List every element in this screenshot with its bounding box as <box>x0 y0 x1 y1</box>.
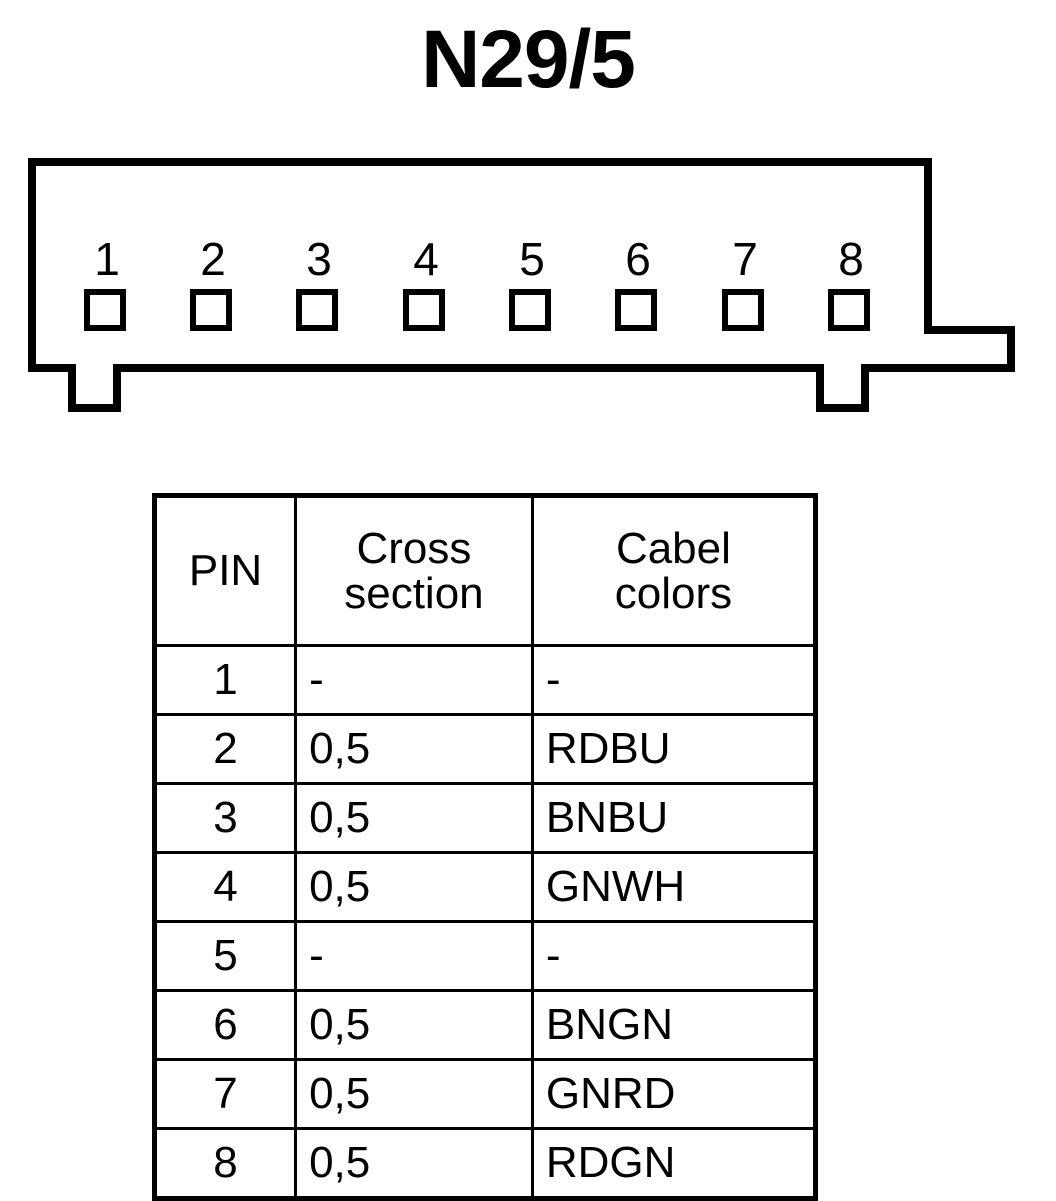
table-row: 3 0,5 BNBU <box>152 782 818 854</box>
pin-label-5: 5 <box>519 233 545 285</box>
pin-square-7 <box>722 289 764 331</box>
cell-pin: 5 <box>152 920 298 992</box>
pin-label-4: 4 <box>413 233 439 285</box>
cell-cable-colors: - <box>530 644 818 716</box>
page-title: N29/5 <box>421 14 636 105</box>
cell-cross-section: 0,5 <box>294 782 534 854</box>
pin-label-3: 3 <box>306 233 332 285</box>
cell-cable-colors: - <box>530 920 818 992</box>
pin-square-5 <box>509 289 551 331</box>
pin-square-8 <box>828 289 870 331</box>
pin-label-2: 2 <box>200 233 226 285</box>
cell-pin: 3 <box>152 782 298 854</box>
cell-cable-colors: BNGN <box>530 989 818 1061</box>
cell-cable-colors: GNWH <box>530 851 818 923</box>
table-row: 5 - - <box>152 920 818 992</box>
table-row: 8 0,5 RDGN <box>152 1127 818 1200</box>
cell-pin: 7 <box>152 1058 298 1130</box>
cell-cross-section: 0,5 <box>294 1058 534 1130</box>
pin-square-6 <box>615 289 657 331</box>
pin-label-6: 6 <box>625 233 651 285</box>
connector-diagram: 1 2 3 4 5 6 7 8 <box>0 145 1056 435</box>
header-cross-section-line1: Cross <box>356 523 472 573</box>
cell-pin: 8 <box>152 1127 298 1200</box>
pin-square-2 <box>190 289 232 331</box>
cell-cross-section: - <box>294 920 534 992</box>
cell-cross-section: 0,5 <box>294 713 534 785</box>
table-body: 1 - - 2 0,5 RDBU 3 0,5 BNBU 4 0,5 GNWH 5… <box>152 644 818 1200</box>
cell-pin: 4 <box>152 851 298 923</box>
pin-square-1 <box>84 289 126 331</box>
table-row: 7 0,5 GNRD <box>152 1058 818 1130</box>
header-pin: PIN <box>152 494 298 647</box>
cell-cross-section: 0,5 <box>294 851 534 923</box>
header-cable-colors-line2: colors <box>614 569 733 618</box>
pin-label-7: 7 <box>732 233 758 285</box>
pin-label-1: 1 <box>94 233 120 285</box>
pin-square-4 <box>403 289 445 331</box>
table-row: 4 0,5 GNWH <box>152 851 818 923</box>
cell-pin: 1 <box>152 644 298 716</box>
header-cable-colors-line1: Cabel <box>615 523 731 573</box>
cell-cross-section: 0,5 <box>294 1127 534 1200</box>
cell-pin: 2 <box>152 713 298 785</box>
cell-cross-section: 0,5 <box>294 989 534 1061</box>
cell-pin: 6 <box>152 989 298 1061</box>
table-row: 1 - - <box>152 644 818 716</box>
cell-cable-colors: RDBU <box>530 713 818 785</box>
cell-cable-colors: RDGN <box>530 1127 818 1200</box>
pin-label-8: 8 <box>838 233 864 285</box>
table-row: 2 0,5 RDBU <box>152 713 818 785</box>
header-cross-section-line2: section <box>344 569 484 618</box>
connector-svg: 1 2 3 4 5 6 7 8 <box>28 158 1015 412</box>
cell-cable-colors: GNRD <box>530 1058 818 1130</box>
cell-cable-colors: BNBU <box>530 782 818 854</box>
cell-cross-section: - <box>294 644 534 716</box>
table-row: 6 0,5 BNGN <box>152 989 818 1061</box>
connector-outline <box>28 158 1015 412</box>
pin-square-3 <box>296 289 338 331</box>
